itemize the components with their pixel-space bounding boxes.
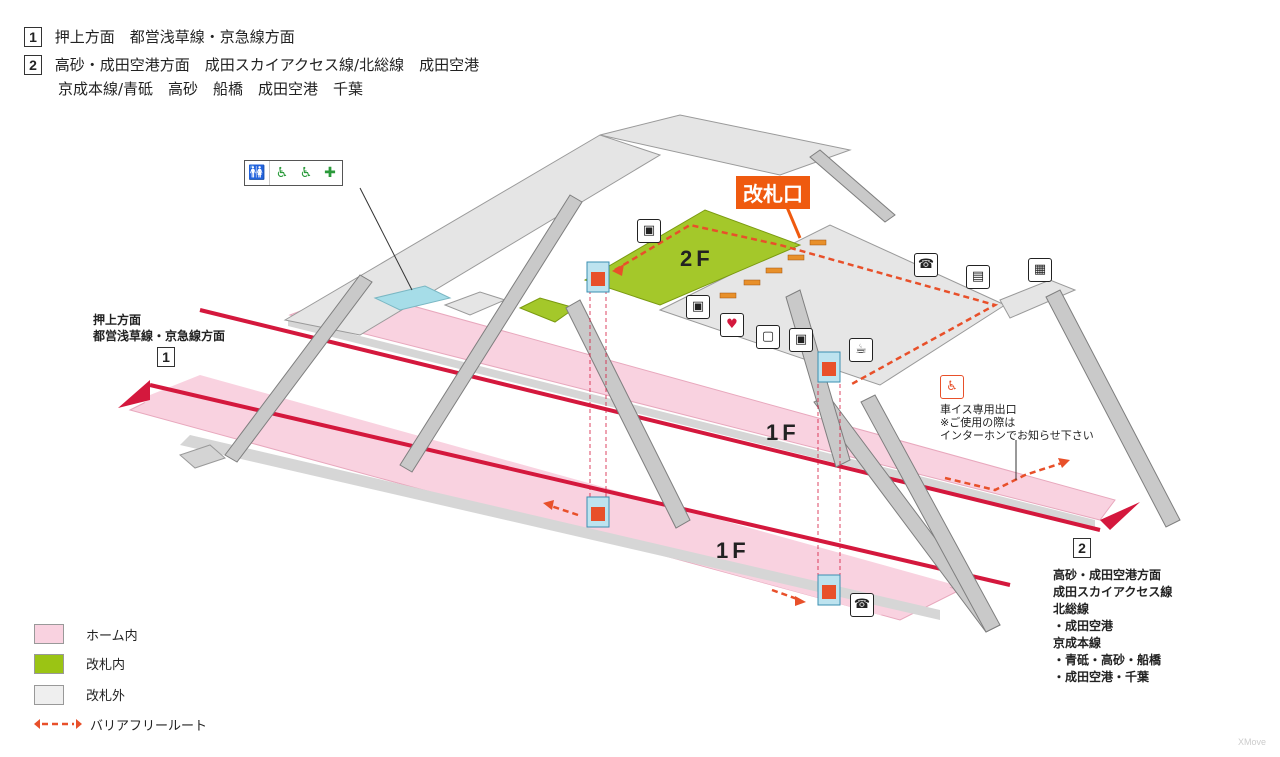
staircase	[399, 194, 583, 473]
route-arrow	[1058, 458, 1070, 468]
line-number-badge: 2	[24, 55, 42, 75]
legend-label: バリアフリールート	[90, 718, 208, 734]
platform-edge	[180, 435, 940, 620]
restroom-area	[373, 285, 452, 311]
barrier-free-route	[944, 460, 1066, 492]
elevator-panel	[591, 272, 605, 286]
phone-icon: ☎	[914, 253, 938, 277]
legend-item: ホーム内	[34, 620, 207, 648]
map-legend: ホーム内 改札内 改札外 バリアフリールート	[34, 620, 207, 738]
ticket-gate	[743, 279, 761, 286]
rail-track	[149, 383, 1011, 587]
route-arrow	[612, 264, 624, 276]
coin-locker-icon: ▤	[966, 265, 990, 289]
platform-1-label: 押上方面 都営浅草線・京急線方面	[93, 312, 225, 344]
staircase	[809, 149, 896, 223]
restroom-facilities: 🚻 ♿ ♿ ✚	[244, 160, 343, 186]
note-line: ※ご使用の際は	[940, 416, 1016, 429]
elevator-panel	[591, 507, 605, 521]
watermark: XMove	[1238, 737, 1267, 747]
header-line-2: 2 高砂・成田空港方面 成田スカイアクセス線/北総線 成田空港	[24, 54, 479, 75]
concourse-walkway	[443, 291, 507, 316]
callout-line	[359, 187, 413, 291]
elevator-panel	[822, 585, 836, 599]
stair-landing	[179, 444, 226, 469]
platform-edge	[288, 318, 1095, 528]
note-line: 車イス専用出口	[940, 403, 1017, 416]
ostomate-icon: ✚	[324, 165, 336, 181]
fare-adjust-icon: ▣	[686, 295, 710, 319]
commuter-pass-icon: ▢	[756, 325, 780, 349]
legend-label: 改札内	[86, 658, 126, 673]
legend-swatch-platform	[34, 624, 64, 644]
legend-item: 改札外	[34, 679, 207, 710]
concourse-walkway	[999, 279, 1077, 319]
barrier-free-route	[547, 503, 579, 517]
platform-2-line: 成田スカイアクセス線	[1053, 585, 1173, 599]
platform-2-line: ・成田空港	[1053, 619, 1114, 633]
floor-label-1f: 1F	[716, 538, 750, 563]
ticket-machine-icon: ▣	[637, 219, 661, 243]
platform-2-line: ・青砥・高砂・船橋	[1053, 653, 1162, 667]
legend-label: 改札外	[86, 689, 126, 704]
concourse-walkway	[599, 114, 852, 176]
platform-2-line: 高砂・成田空港方面	[1053, 568, 1162, 582]
baby-icon: ♿	[275, 165, 289, 181]
platform-2-number: 2	[1073, 538, 1091, 558]
gate-inside-area	[583, 209, 802, 306]
route-arrow	[543, 500, 554, 510]
line-2-text: 高砂・成田空港方面 成田スカイアクセス線/北総線 成田空港	[54, 56, 480, 74]
platform-2-line: ・成田空港・千葉	[1053, 670, 1150, 684]
line-1-text: 押上方面 都営浅草線・京急線方面	[54, 28, 295, 46]
line-2-text-2: 京成本線/青砥 高砂 船橋 成田空港 千葉	[58, 80, 364, 98]
direction-arrow-right	[1100, 502, 1140, 530]
ticket-gate	[787, 254, 805, 261]
legend-label: ホーム内	[86, 628, 138, 644]
wheelchair-exit-note: 車イス専用出口 ※ご使用の際は インターホンでお知らせ下さい	[940, 403, 1094, 442]
legend-swatch-gate-inside	[34, 653, 64, 674]
header-line-1: 1 押上方面 都営浅草線・京急線方面	[24, 26, 295, 47]
ticket-gate	[765, 267, 783, 274]
legend-item: 改札内	[34, 648, 207, 679]
aed-icon: ♥	[720, 313, 744, 337]
platform-2-line: 北総線	[1053, 602, 1090, 616]
floor-label-2f: 2F	[680, 246, 714, 271]
elevator-panel	[822, 362, 836, 376]
route-arrow	[795, 596, 806, 606]
phone-icon: ☎	[850, 593, 874, 617]
platform-2-label: 高砂・成田空港方面 成田スカイアクセス線 北総線 ・成田空港 京成本線 ・青砥・…	[1053, 567, 1172, 686]
staircase	[860, 394, 1001, 633]
restroom-icon: 🚻	[245, 161, 270, 185]
platform-2-line: 京成本線	[1053, 636, 1102, 650]
note-line: インターホンでお知らせ下さい	[940, 429, 1094, 442]
route-legend-icon	[34, 719, 82, 729]
coffee-icon: ☕	[849, 338, 873, 362]
line-number-badge: 1	[24, 27, 42, 47]
legend-item: バリアフリールート	[34, 710, 207, 738]
wheelchair-exit-icon: ♿	[940, 375, 964, 399]
atm-icon: ▦	[1028, 258, 1052, 282]
staircase	[224, 274, 373, 463]
staircase	[1045, 289, 1181, 528]
platform-1-number: 1	[157, 347, 175, 367]
rail-track	[199, 308, 1101, 532]
direction-arrow-left	[118, 380, 150, 408]
ticket-machine-icon: ▣	[789, 328, 813, 352]
ticket-gate-label: 改札口	[736, 176, 810, 209]
legend-swatch-gate-outside	[34, 684, 64, 705]
platform-lower-fill	[140, 375, 955, 615]
floor-label-1f: 1F	[766, 420, 800, 445]
ticket-gate	[719, 292, 737, 299]
accessible-icon: ♿	[299, 165, 313, 181]
platform-1-line-1: 押上方面	[93, 313, 142, 327]
staircase	[565, 299, 691, 529]
platform-1-line-2: 都営浅草線・京急線方面	[93, 329, 226, 343]
ticket-gate	[809, 239, 827, 246]
